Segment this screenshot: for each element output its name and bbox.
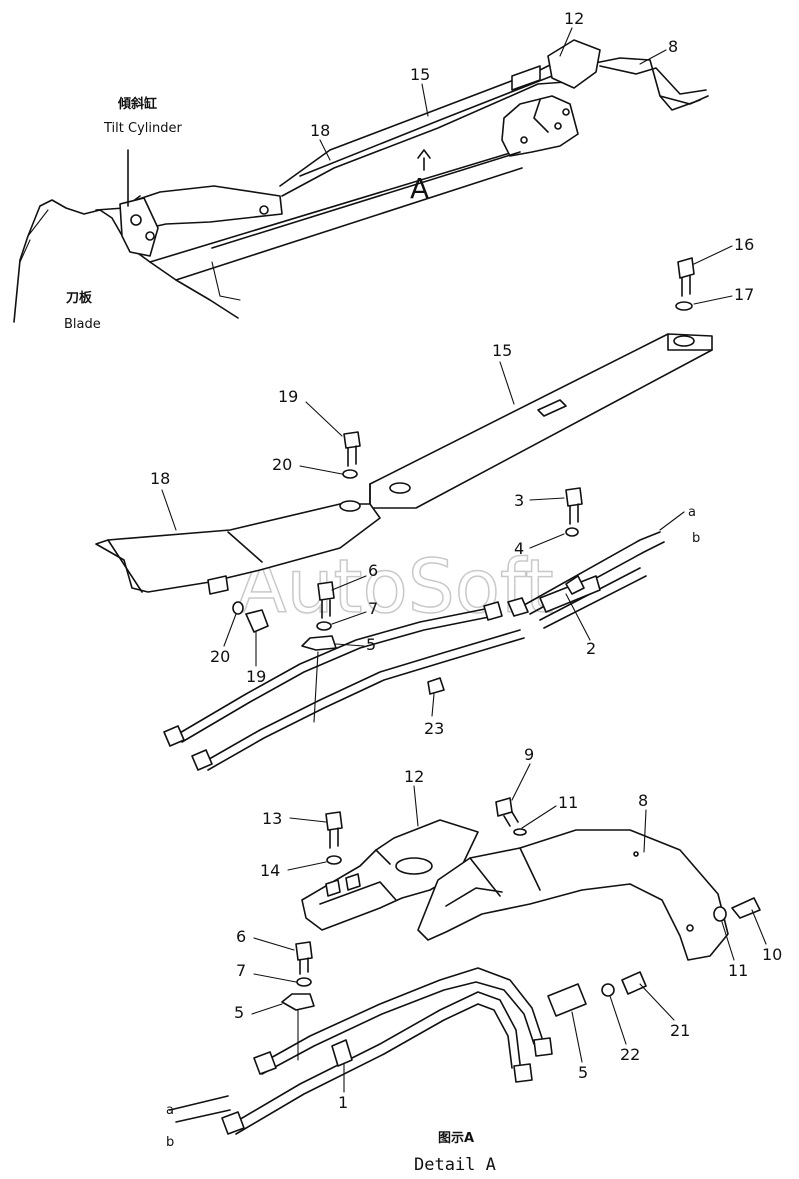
middle-callouts: 16 17 15 19 20 18 3 4 a b 6 7 5 2 20 19 … <box>150 235 754 738</box>
callout-20-lower: 20 <box>210 647 230 666</box>
hose-label-a-detail: a <box>166 1103 174 1118</box>
view-marker-a: A <box>410 172 429 205</box>
callout-2: 2 <box>586 639 596 658</box>
callout-11-detail-upper: 11 <box>558 793 578 812</box>
callout-16: 16 <box>734 235 754 254</box>
detail-callouts: 9 12 8 13 11 14 6 7 5 11 10 21 22 5 a b … <box>166 745 782 1150</box>
callout-12-top: 12 <box>564 9 584 28</box>
callout-8-top: 8 <box>668 37 678 56</box>
hose-label-b-mid: b <box>692 531 700 546</box>
middle-exploded-view <box>95 257 713 771</box>
callout-7-mid: 7 <box>368 599 378 618</box>
hose-label-b-detail: b <box>166 1135 174 1150</box>
tilt-cylinder-label-en: Tilt Cylinder <box>103 121 182 136</box>
callout-6-detail: 6 <box>236 927 246 946</box>
callout-15-mid: 15 <box>492 341 512 360</box>
callout-10: 10 <box>762 945 782 964</box>
callout-17: 17 <box>734 285 754 304</box>
callout-21: 21 <box>670 1021 690 1040</box>
callout-8-detail: 8 <box>638 791 648 810</box>
callout-4: 4 <box>514 539 524 558</box>
blade-label-en: Blade <box>64 317 101 332</box>
callout-14: 14 <box>260 861 280 880</box>
tilt-cylinder-label-cn: 傾斜缸 <box>117 96 157 112</box>
callout-18-mid: 18 <box>150 469 170 488</box>
callout-19-lower: 19 <box>246 667 266 686</box>
callout-5-detail: 5 <box>234 1003 244 1022</box>
callout-3: 3 <box>514 491 524 510</box>
callout-12-detail: 12 <box>404 767 424 786</box>
blade-label-cn: 刀板 <box>66 290 93 306</box>
detail-caption-cn: 图示A <box>438 1131 474 1146</box>
overview-illustration <box>13 39 709 323</box>
callout-15-top: 15 <box>410 65 430 84</box>
hose-label-a-mid: a <box>688 505 696 520</box>
callout-5-detail-lower: 5 <box>578 1063 588 1082</box>
callout-18-top: 18 <box>310 121 330 140</box>
callout-23: 23 <box>424 719 444 738</box>
callout-20-upper: 20 <box>272 455 292 474</box>
callout-6-mid: 6 <box>368 561 378 580</box>
callout-13: 13 <box>262 809 282 828</box>
callout-19-upper: 19 <box>278 387 298 406</box>
detail-a-view <box>169 797 761 1135</box>
callout-1: 1 <box>338 1093 348 1112</box>
callout-5-mid: 5 <box>366 635 376 654</box>
callout-11-detail-lower: 11 <box>728 961 748 980</box>
detail-caption-en: Detail A <box>414 1155 496 1175</box>
callout-22: 22 <box>620 1045 640 1064</box>
callout-7-detail: 7 <box>236 961 246 980</box>
callout-9: 9 <box>524 745 534 764</box>
overview-callouts: 傾斜缸 Tilt Cylinder 刀板 Blade A 12 8 15 18 <box>64 9 678 332</box>
